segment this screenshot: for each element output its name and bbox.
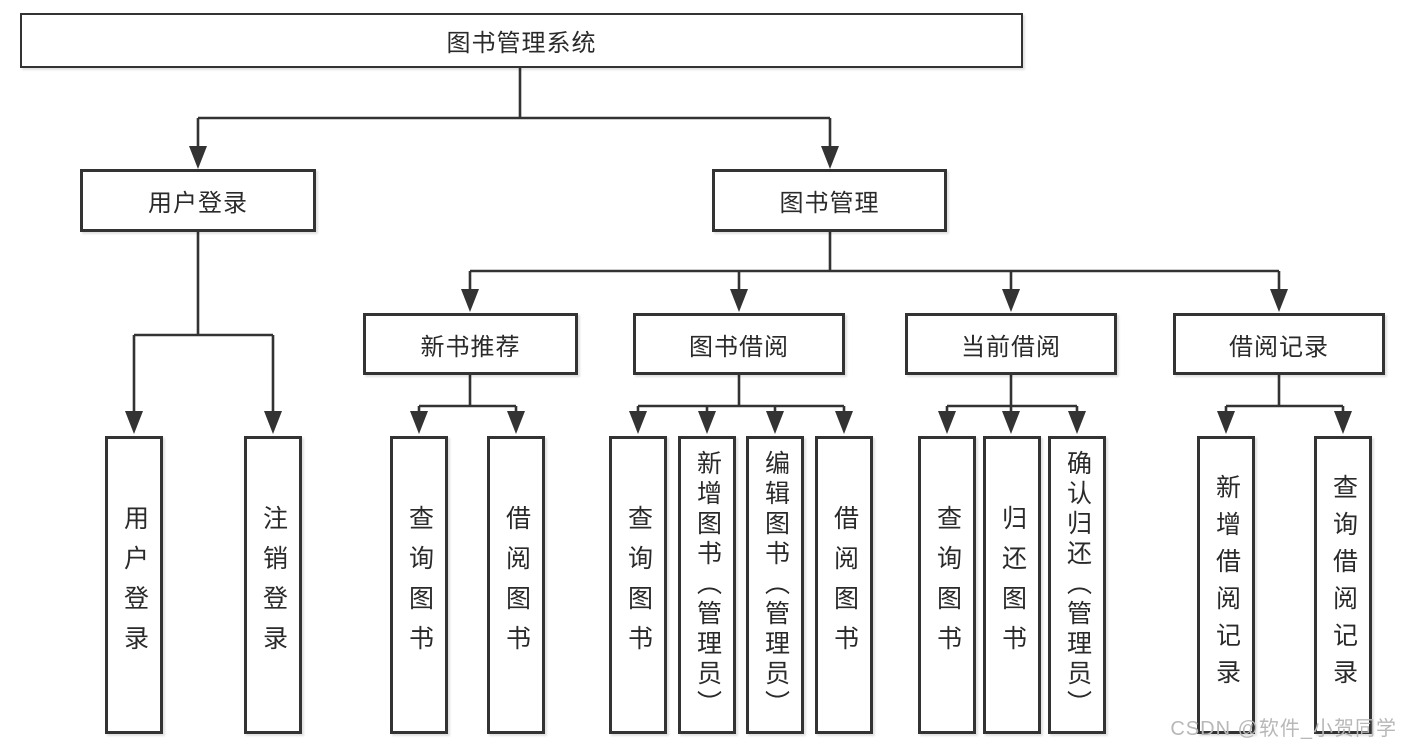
leaf-query-books-3: 查询图书 xyxy=(918,436,976,734)
leaf-add-borrow-record: 新增借阅记录 xyxy=(1197,436,1255,734)
leaf-label: 归还图书 xyxy=(998,505,1027,665)
node-label: 当前借阅 xyxy=(961,333,1061,361)
node-new-book-recommendation: 新书推荐 xyxy=(363,313,578,375)
node-borrowing-records: 借阅记录 xyxy=(1173,313,1385,375)
node-label: 借阅记录 xyxy=(1229,333,1329,361)
leaf-label: 注销登录 xyxy=(259,505,288,665)
leaf-logout-login: 注销登录 xyxy=(244,436,302,734)
leaf-label: 用户登录 xyxy=(120,505,149,665)
leaf-query-books-2: 查询图书 xyxy=(609,436,667,734)
leaf-return-books: 归还图书 xyxy=(983,436,1041,734)
leaf-label: 确认归还（管理员） xyxy=(1063,450,1092,720)
leaf-edit-books-admin: 编辑图书（管理员） xyxy=(746,436,804,734)
leaf-label: 查询借阅记录 xyxy=(1329,474,1358,696)
node-book-borrowing: 图书借阅 xyxy=(633,313,845,375)
node-label: 图书管理 xyxy=(779,190,880,217)
node-user-login: 用户登录 xyxy=(80,169,316,232)
leaf-query-books: 查询图书 xyxy=(390,436,448,734)
leaf-confirm-return-admin: 确认归还（管理员） xyxy=(1048,436,1106,734)
node-label: 图书管理系统 xyxy=(446,30,597,57)
node-label: 新书推荐 xyxy=(420,333,521,361)
node-current-borrowing: 当前借阅 xyxy=(905,313,1117,375)
leaf-label: 新增图书（管理员） xyxy=(693,450,722,720)
watermark-csdn: CSDN @软件_小贺同学 xyxy=(1170,718,1397,740)
leaf-label: 借阅图书 xyxy=(502,505,531,665)
node-library-management-system: 图书管理系统 xyxy=(20,13,1023,68)
node-label: 用户登录 xyxy=(148,190,248,217)
leaf-label: 新增借阅记录 xyxy=(1212,474,1241,696)
leaf-query-borrow-record: 查询借阅记录 xyxy=(1314,436,1372,734)
leaf-borrow-books: 借阅图书 xyxy=(487,436,545,734)
node-book-management: 图书管理 xyxy=(712,169,947,232)
leaf-borrow-books-2: 借阅图书 xyxy=(815,436,873,734)
leaf-label: 查询图书 xyxy=(624,505,653,665)
leaf-label: 借阅图书 xyxy=(830,505,859,665)
leaf-label: 编辑图书（管理员） xyxy=(761,450,790,720)
node-label: 图书借阅 xyxy=(689,333,789,361)
leaf-label: 查询图书 xyxy=(405,505,434,665)
leaf-add-books-admin: 新增图书（管理员） xyxy=(678,436,736,734)
leaf-label: 查询图书 xyxy=(933,505,962,665)
leaf-user-login: 用户登录 xyxy=(105,436,163,734)
